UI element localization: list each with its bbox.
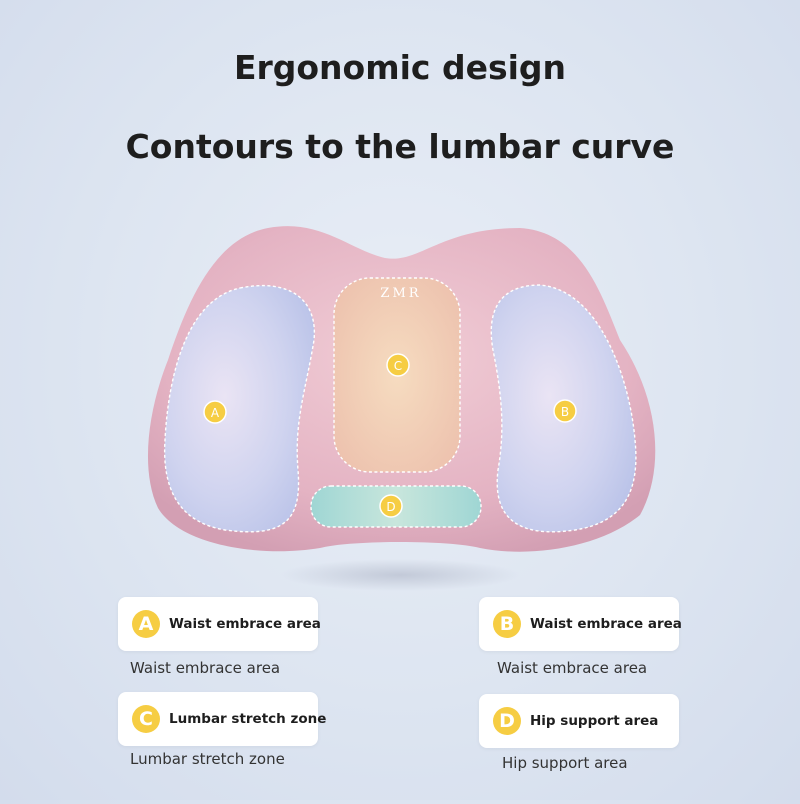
legend-label-a: Waist embrace area [169, 616, 321, 632]
legend-badge-b: B [493, 610, 521, 638]
zone-c-letter: C [394, 359, 402, 373]
legend-card-b: B Waist embrace area [479, 597, 682, 651]
legend-card-d: D Hip support area [479, 694, 679, 748]
legend-card-a: A Waist embrace area [118, 597, 321, 651]
legend-badge-d: D [493, 707, 521, 735]
zone-a-area [163, 284, 316, 533]
legend-label-c: Lumbar stretch zone [169, 711, 327, 727]
legend-caption-d: Hip support area [502, 754, 628, 772]
legend-badge-a: A [132, 610, 160, 638]
zone-a-marker: A [203, 400, 227, 424]
legend-caption-a: Waist embrace area [130, 659, 281, 677]
zone-b-letter: B [561, 405, 569, 419]
legend-label-b: Waist embrace area [530, 616, 682, 632]
page-subtitle: Contours to the lumbar curve [125, 127, 675, 166]
zone-c-marker: C [386, 353, 410, 377]
cushion-shadow [280, 559, 520, 591]
zone-d-letter: D [386, 500, 395, 514]
zone-d-marker: D [379, 494, 403, 518]
zone-b-marker: B [553, 399, 577, 423]
brand-text: ZMR [380, 286, 421, 301]
legend-caption-c: Lumbar stretch zone [130, 750, 285, 768]
page-title: Ergonomic design [233, 48, 567, 87]
legend-caption-b: Waist embrace area [497, 659, 648, 677]
legend-label-d: Hip support area [530, 713, 659, 729]
legend-card-c: C Lumbar stretch zone [118, 692, 326, 746]
legend-badge-c: C [132, 705, 160, 733]
zone-a-letter: A [211, 406, 220, 420]
